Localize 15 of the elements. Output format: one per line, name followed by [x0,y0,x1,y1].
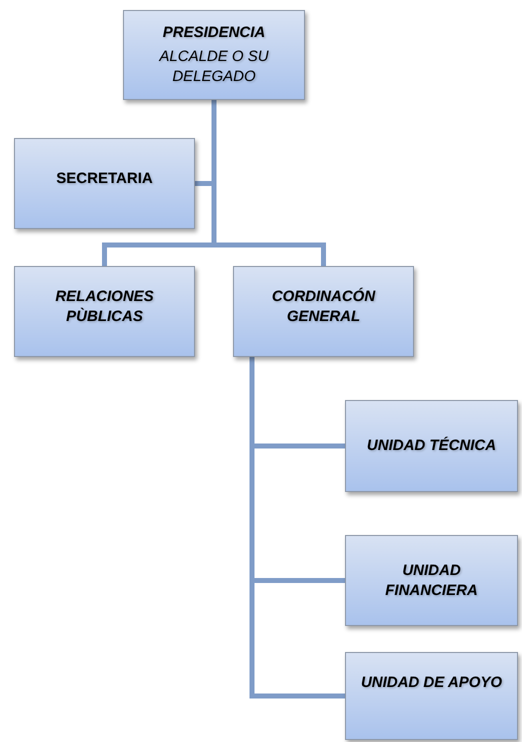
box-title: RELACIONES PÙBLICAS [54,287,155,327]
box-title: PRESIDENCIA [162,23,266,43]
box-title: UNIDAD TÉCNICA [366,436,498,456]
box-title: SECRETARIA [55,169,154,189]
head-box [123,10,305,100]
box-subtitle: ALCALDE O SU DELEGADO [158,47,270,87]
org-box [14,138,195,229]
org-box [345,535,518,626]
org-box [345,400,518,492]
box-title: UNIDAD FINANCIERA [384,560,479,600]
box-title: UNIDAD DE APOYO [360,673,504,693]
org-box [14,266,195,357]
org-box [345,652,518,740]
box-title: CORDINACÓN GENERAL [270,287,376,327]
org-box [233,266,414,357]
